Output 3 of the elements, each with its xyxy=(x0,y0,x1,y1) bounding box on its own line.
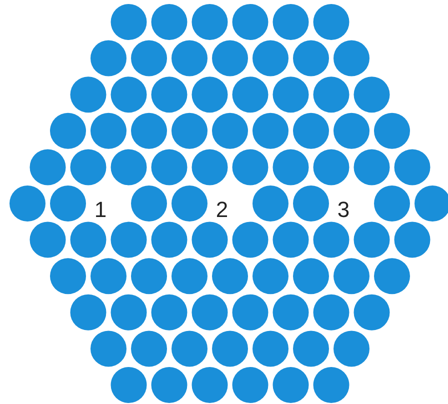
position-number: 2 xyxy=(216,198,228,220)
position-number: 3 xyxy=(337,198,350,220)
position-number: 1 xyxy=(94,198,107,220)
